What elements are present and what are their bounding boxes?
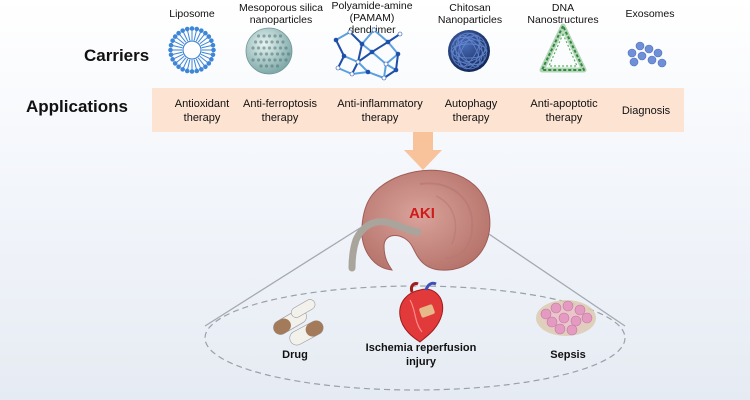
application-anti-ferroptosis-line1: Anti-ferroptosis: [243, 98, 317, 110]
pill-capsule-icon: [273, 299, 324, 346]
application-antioxidant-line1: Antioxidant: [174, 98, 230, 110]
carrier-name-chitosan: Chitosan Nanoparticles: [437, 2, 503, 26]
application-antioxidant-line2: therapy: [183, 112, 221, 124]
application-anti-ferroptosis-line2: therapy: [261, 112, 299, 124]
liposome-icon: [168, 26, 216, 74]
dna-nanostructure-icon: [539, 23, 587, 73]
carriers-row-label: Carriers: [84, 46, 150, 65]
applications-band: [152, 88, 684, 132]
mesoporous-silica-icon: [245, 27, 293, 75]
chitosan-nanoparticle-icon: [448, 30, 490, 72]
down-arrow: [404, 132, 442, 170]
application-anti-inflammatory-line1: Anti-inflammatory: [337, 98, 423, 110]
carrier-name-exosomes: Exosomes: [625, 8, 675, 20]
application-anti-apoptotic: Anti-apoptotic therapy: [512, 97, 616, 125]
application-autophagy: Autophagy therapy: [419, 97, 523, 125]
application-antioxidant: Antioxidant therapy: [150, 97, 254, 125]
carrier-name-liposome: Liposome: [169, 8, 215, 20]
cell-cluster-icon: [536, 300, 596, 336]
application-autophagy-line1: Autophagy: [444, 98, 498, 110]
cause-sepsis-label: Sepsis: [550, 349, 586, 361]
application-anti-inflammatory-line2: therapy: [361, 112, 399, 124]
application-anti-ferroptosis: Anti-ferroptosis therapy: [228, 97, 332, 125]
causes-ellipse: [204, 285, 626, 391]
kidney-icon: [348, 169, 491, 272]
carrier-name-dna: DNA Nanostructures: [527, 2, 599, 26]
application-diagnosis: Diagnosis: [594, 104, 698, 118]
aki-label: AKI: [409, 205, 435, 222]
application-diagnosis-line1: Diagnosis: [621, 105, 671, 117]
application-autophagy-line2: therapy: [452, 112, 490, 124]
carrier-name-mesoporous-silica: Mesoporous silica nanoparticles: [238, 2, 324, 26]
application-anti-inflammatory: Anti-inflammatory therapy: [328, 97, 432, 125]
exosome-icon: [627, 41, 667, 68]
carrier-name-pamam: Polyamide-amine (PAMAM) dendrimer: [331, 0, 413, 36]
cause-ischemia-label: Ischemia reperfusion injury: [365, 342, 477, 368]
application-anti-apoptotic-line1: Anti-apoptotic: [530, 98, 598, 110]
cause-drug-label: Drug: [282, 349, 308, 361]
heart-icon: [399, 281, 444, 343]
application-anti-apoptotic-line2: therapy: [545, 112, 583, 124]
applications-row-label: Applications: [26, 97, 129, 116]
pamam-dendrimer-icon: [333, 27, 403, 81]
